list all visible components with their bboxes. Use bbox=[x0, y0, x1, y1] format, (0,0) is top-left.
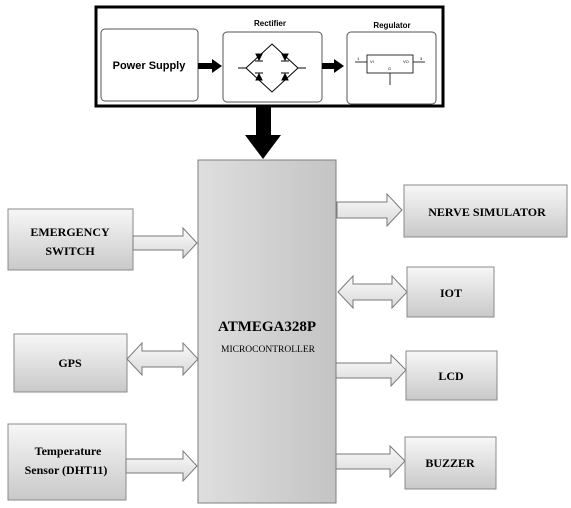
regulator-chip-icon bbox=[355, 54, 425, 85]
nerve-simulator-label: NERVE SIMULATOR bbox=[428, 205, 546, 219]
regulator-block bbox=[346, 31, 437, 105]
arrow-gps-mcu-bidirectional bbox=[126, 341, 199, 377]
temperature-sensor-block: Temperature Sensor (DHT11) bbox=[7, 423, 127, 501]
bridge-rectifier-icon bbox=[238, 43, 306, 93]
arrow-rectifier-to-regulator bbox=[322, 59, 344, 73]
microcontroller-block: ATMEGA328P MICROCONTROLLER bbox=[197, 159, 337, 504]
arrow-mcu-to-lcd bbox=[335, 353, 407, 388]
nerve-simulator-block: NERVE SIMULATOR bbox=[403, 184, 568, 238]
buzzer-block: BUZZER bbox=[404, 436, 497, 490]
iot-label: IOT bbox=[440, 286, 462, 300]
power-section: Power Supply Rectifier Regulator bbox=[94, 5, 445, 108]
rectifier-label: Rectifier bbox=[254, 19, 286, 28]
buzzer-label: BUZZER bbox=[425, 456, 475, 470]
lcd-block: LCD bbox=[405, 350, 498, 401]
arrow-emergency-to-mcu bbox=[132, 226, 198, 260]
regulator-pin-out: 3 bbox=[420, 56, 423, 61]
arrow-mcu-iot-bidirectional bbox=[337, 274, 408, 310]
lcd-label: LCD bbox=[438, 369, 464, 383]
arrow-supply-to-rectifier bbox=[198, 59, 222, 73]
iot-block: IOT bbox=[406, 266, 495, 318]
regulator-label: Regulator bbox=[373, 21, 410, 30]
power-down-arrow bbox=[245, 106, 281, 159]
arrow-mcu-to-nerve-simulator bbox=[336, 192, 403, 228]
regulator-pin-in: 1 bbox=[357, 56, 360, 61]
gps-label: GPS bbox=[58, 356, 82, 370]
power-supply-label: Power Supply bbox=[113, 60, 187, 72]
emergency-switch-label-line2: SWITCH bbox=[45, 244, 95, 258]
temperature-sensor-label-line2: Sensor (DHT11) bbox=[25, 463, 108, 477]
emergency-switch-block: EMERGENCY SWITCH bbox=[7, 208, 134, 271]
gps-block: GPS bbox=[13, 333, 128, 393]
temperature-sensor-label-line1: Temperature bbox=[35, 444, 102, 458]
mcu-subtitle: MICROCONTROLLER bbox=[221, 345, 316, 355]
mcu-name: ATMEGA328P bbox=[218, 319, 316, 335]
emergency-switch-label-line1: EMERGENCY bbox=[30, 225, 110, 239]
arrow-mcu-to-buzzer bbox=[335, 444, 406, 479]
regulator-pin-gnd: G bbox=[388, 66, 391, 71]
regulator-pin-vi: VI bbox=[370, 59, 374, 64]
arrow-temperature-to-mcu bbox=[125, 449, 198, 483]
regulator-pin-vo: VO bbox=[403, 59, 409, 64]
